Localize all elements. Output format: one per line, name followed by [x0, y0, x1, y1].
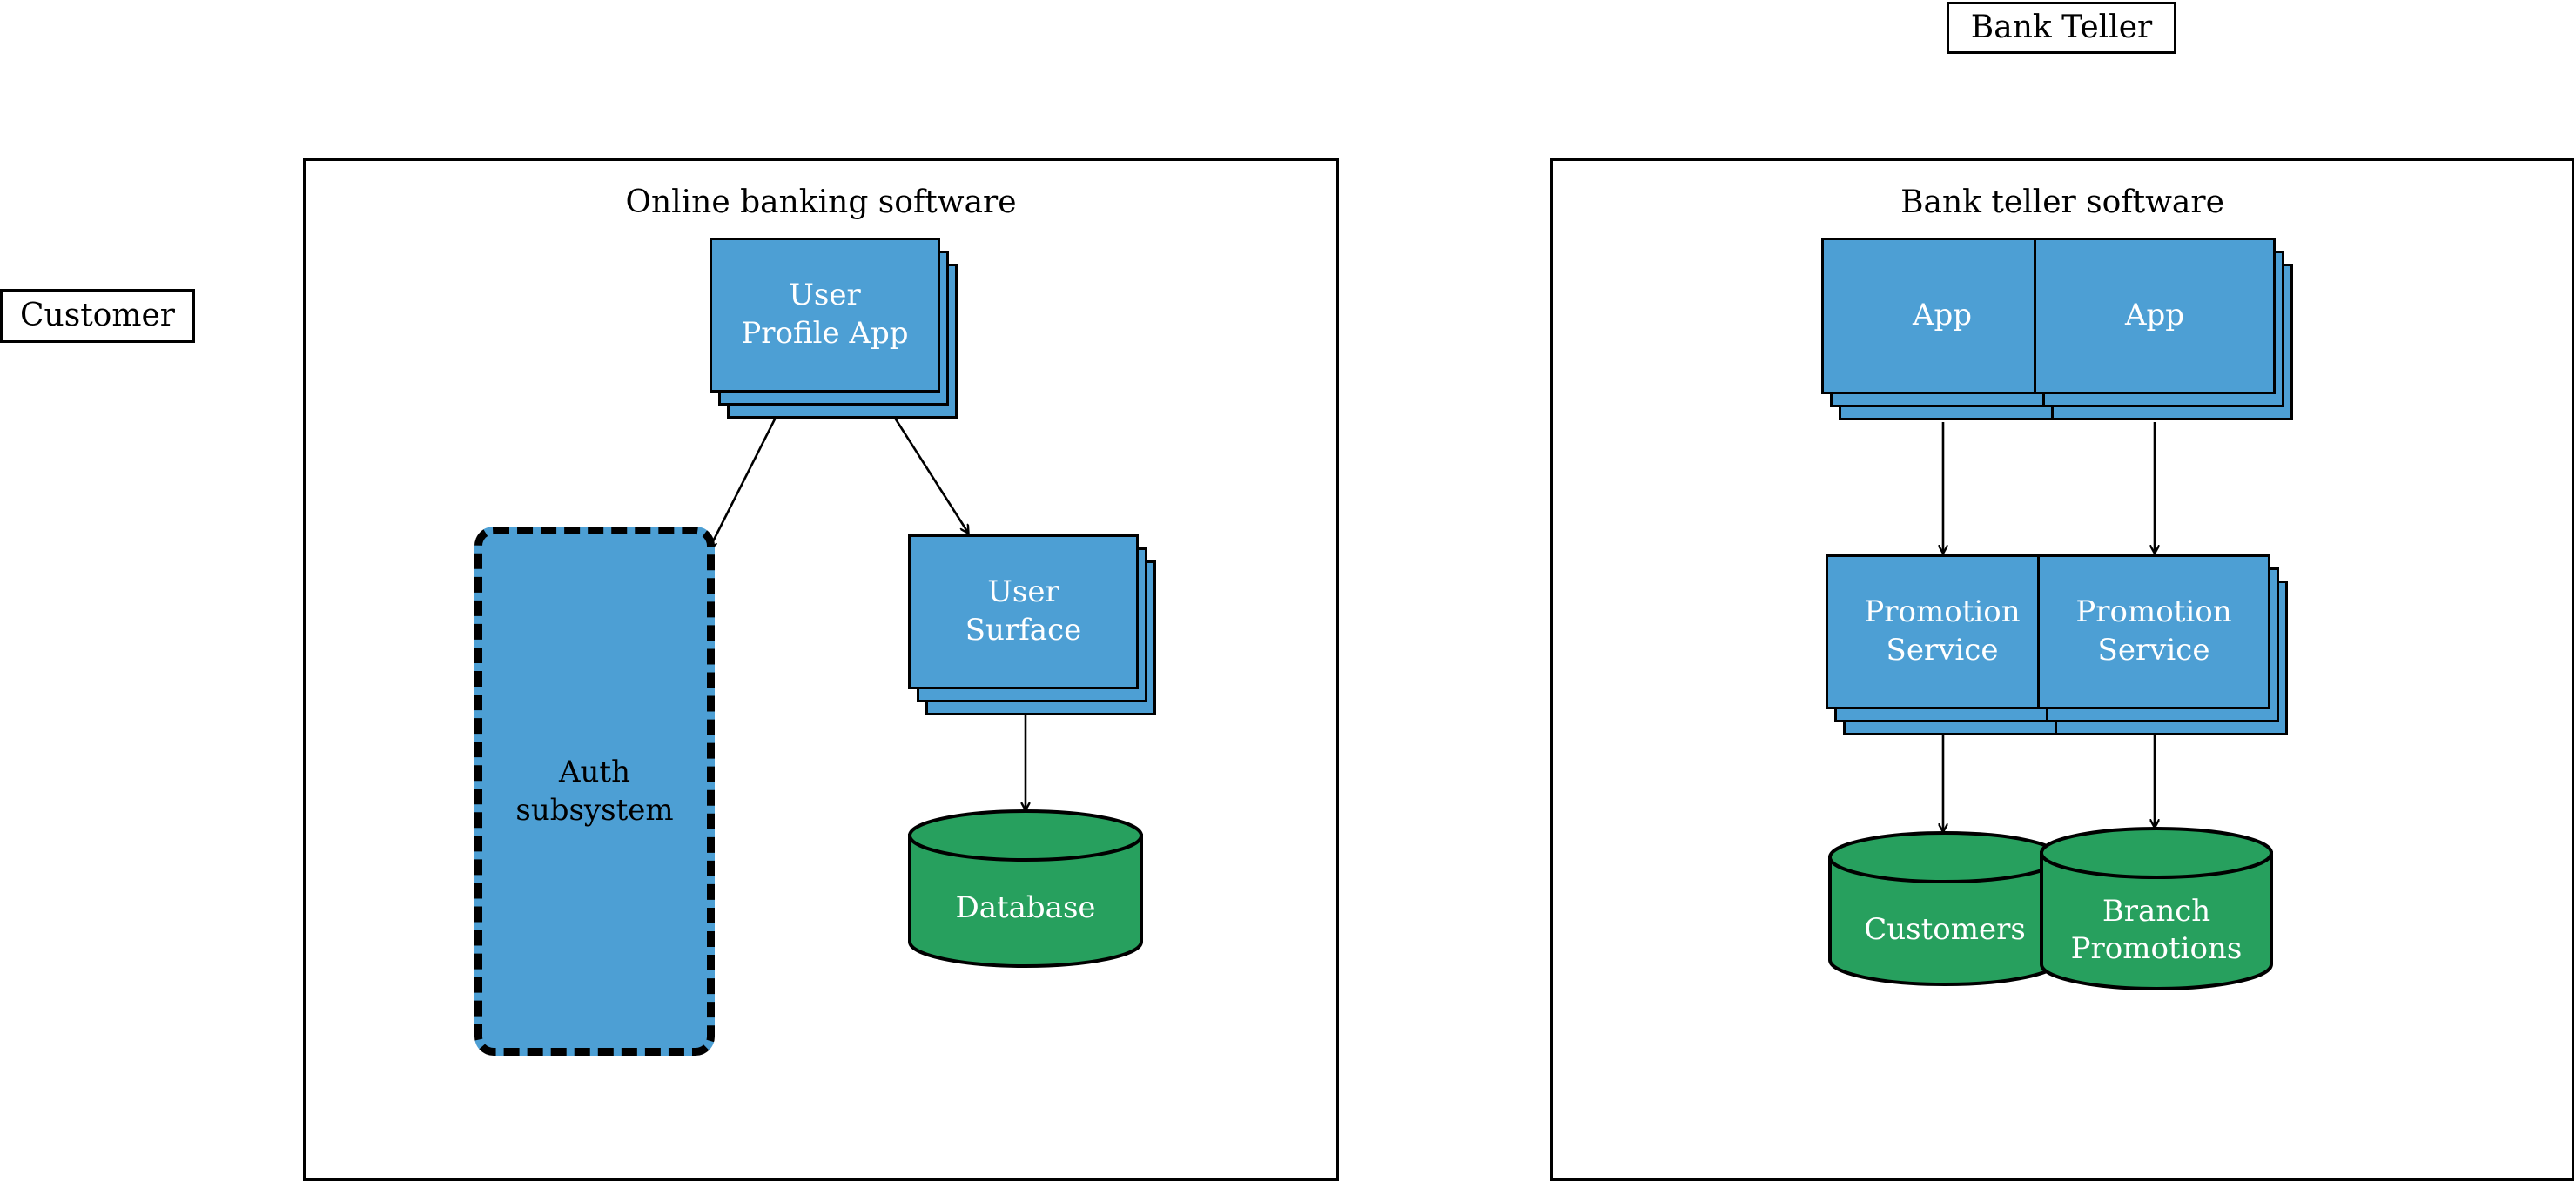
component-branch-promotions-database[interactable]: Branch Promotions [2040, 827, 2273, 992]
database-cylinder-shape [1828, 831, 2061, 986]
actor-customer-label: Customer [20, 298, 175, 333]
component-sheet-front [1821, 238, 2063, 394]
component-auth-subsystem[interactable]: Auth subsystem [474, 527, 715, 1056]
component-sheet-front [2037, 554, 2270, 709]
edge-profileapp-to-auth [710, 393, 790, 548]
component-auth-subsystem-label: Auth subsystem [515, 754, 674, 828]
actor-bank-teller-label: Bank Teller [1970, 10, 2153, 45]
component-sheet-front [1826, 554, 2059, 709]
component-sheet-front [908, 534, 1139, 689]
actor-customer[interactable]: Customer [0, 289, 195, 343]
database-cylinder-shape [908, 809, 1143, 968]
component-promotion-service-right[interactable]: Promotion Service [2037, 554, 2290, 737]
database-cylinder-shape [2040, 827, 2273, 990]
component-customers-database[interactable]: Customers [1828, 831, 2061, 986]
component-sheet-front [710, 238, 940, 393]
container-online-banking-title: Online banking software [625, 185, 1017, 220]
container-bank-teller-title: Bank teller software [1900, 185, 2224, 220]
actor-bank-teller[interactable]: Bank Teller [1947, 2, 2176, 54]
component-app-left[interactable]: App [1821, 238, 2082, 422]
component-app-right[interactable]: App [2034, 238, 2295, 422]
component-sheet-front [2034, 238, 2276, 394]
